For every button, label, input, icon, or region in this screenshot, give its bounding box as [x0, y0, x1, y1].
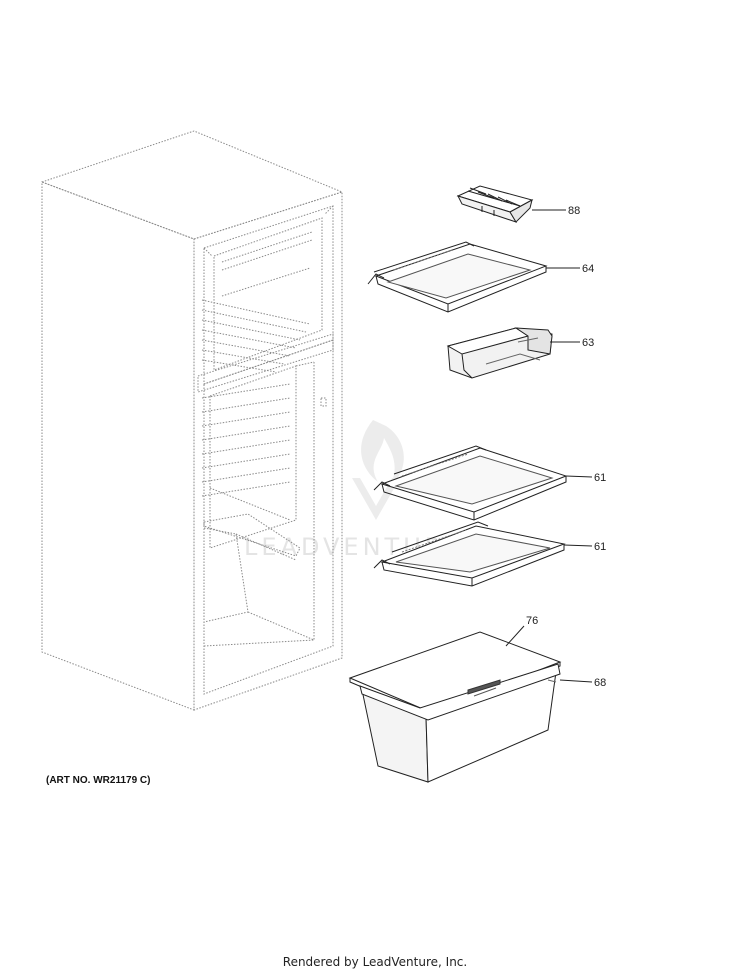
cabinet-top	[40, 130, 344, 240]
watermark-v-icon	[352, 478, 400, 520]
leader-61-upper	[565, 475, 593, 478]
art-number: (ART NO. WR21179 C)	[46, 775, 151, 786]
callout-76: 76	[526, 615, 538, 627]
refrigerator-cabinet	[40, 130, 344, 711]
cabinet-front-frame	[193, 191, 343, 711]
cabinet-left-side	[41, 181, 195, 711]
freezer-opening	[203, 205, 334, 385]
part-68-crisper-drawer	[359, 663, 561, 783]
leader-76	[505, 625, 525, 647]
callout-64: 64	[582, 263, 594, 275]
freezer-back-wall	[213, 217, 323, 371]
part-63-tray	[446, 327, 553, 379]
fresh-food-opening	[203, 339, 334, 695]
crisper-shelf	[203, 513, 301, 557]
leader-68	[559, 679, 593, 683]
callout-61-lower: 61	[594, 541, 606, 553]
leader-61-lower	[563, 544, 593, 547]
callout-61-upper: 61	[594, 472, 606, 484]
part-64-freezer-shelf	[367, 241, 548, 313]
callout-63: 63	[582, 337, 594, 349]
watermark-flame-icon	[361, 420, 404, 486]
footer-credit: Rendered by LeadVenture, Inc.	[282, 955, 468, 969]
compartment-divider	[197, 333, 334, 393]
part-88-small-bin	[456, 185, 534, 223]
callout-68: 68	[594, 677, 606, 689]
fresh-food-back-wall	[209, 365, 297, 549]
part-61-shelf-lower	[373, 521, 566, 587]
part-61-shelf-upper	[373, 445, 568, 521]
callout-88: 88	[568, 205, 580, 217]
